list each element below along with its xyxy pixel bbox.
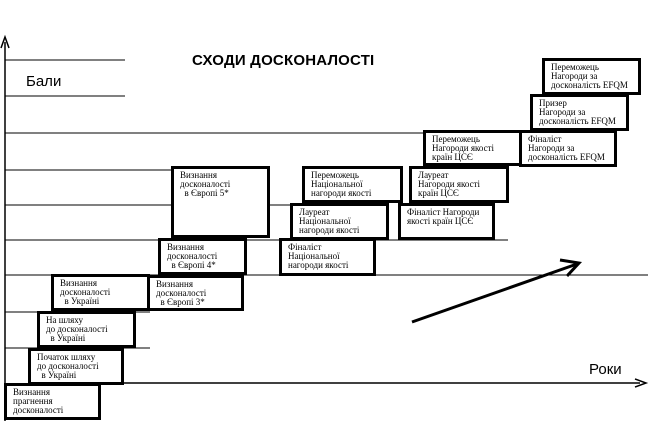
step-label: Фіналіст Нагороди якості країн ЦСЄ [407,207,480,226]
step-box-2: Початок шляху до досконалості в Україні [28,348,124,385]
step-label: Переможець Нагороди якості країн ЦСЄ [432,134,495,162]
diagram-title: СХОДИ ДОСКОНАЛОСТІ [192,52,375,69]
trend-arrow-head [559,258,583,278]
step-label: Лауреат Національної нагороди якості [299,207,360,235]
step-label: Фіналіст Нагороди за досконалість EFQM [528,134,605,162]
step-box-7: Визнання досконалості в Європі 5* [171,166,270,238]
step-label: Переможець Національної нагороди якості [311,170,372,198]
y-axis-label: Бали [26,73,62,90]
step-box-3: На шляху до досконалості в Україні [37,311,136,348]
step-box-13: Переможець Нагороди якості країн ЦСЄ [423,130,522,166]
step-box-15: Призер Нагороди за досконалість EFQM [530,94,629,131]
step-box-10: Переможець Національної нагороди якості [302,166,403,203]
step-box-6: Визнання досконалості в Європі 4* [158,238,247,275]
x-axis-arrowhead [634,378,649,388]
step-label: Початок шляху до досконалості в Україні [37,352,99,380]
step-box-14: Фіналіст Нагороди за досконалість EFQM [519,130,617,167]
y-axis-arrowhead [0,34,10,49]
step-label: Визнання досконалості в Україні [60,278,111,306]
step-label: Визнання досконалості в Європі 3* [156,279,207,307]
trend-arrow-shaft [411,262,578,324]
step-label: Фіналіст Національної нагороди якості [288,242,349,270]
step-box-11: Фіналіст Нагороди якості країн ЦСЄ [398,203,495,240]
step-box-9: Лауреат Національної нагороди якості [290,203,389,240]
step-label: Визнання прагнення досконалості [13,387,64,415]
step-box-1: Визнання прагнення досконалості [4,383,101,420]
step-label: Визнання досконалості в Європі 4* [167,242,218,270]
x-axis-label: Роки [589,361,622,378]
step-label: Лауреат Нагороди якості країн ЦСЄ [418,170,481,198]
step-box-16: Переможець Нагороди за досконалість EFQM [542,58,641,95]
step-label: Призер Нагороди за досконалість EFQM [539,98,616,126]
step-box-8: Фіналіст Національної нагороди якості [279,238,376,276]
step-box-4: Визнання досконалості в Україні [51,274,150,311]
step-label: На шляху до досконалості в Україні [46,315,108,343]
step-box-12: Лауреат Нагороди якості країн ЦСЄ [409,166,509,203]
step-label: Переможець Нагороди за досконалість EFQM [551,62,628,90]
step-label: Визнання досконалості в Європі 5* [180,170,231,198]
step-box-5: Визнання досконалості в Європі 3* [147,275,244,311]
